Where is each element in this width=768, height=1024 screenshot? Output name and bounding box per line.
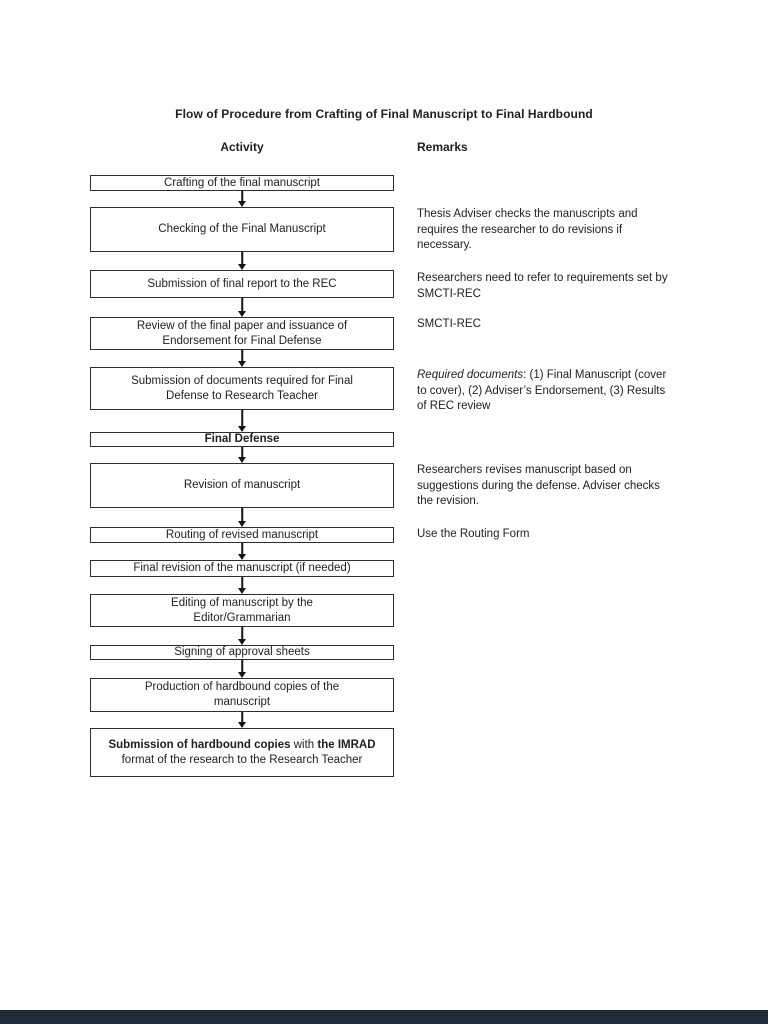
remark-text: SMCTI-REC bbox=[417, 318, 481, 330]
flow-node-label: Routing of revised manuscript bbox=[165, 528, 319, 541]
flow-node: Checking of the Final Manuscript bbox=[90, 207, 394, 252]
flow-node-label: Signing of approval sheets bbox=[174, 646, 310, 658]
arrow-head bbox=[238, 554, 246, 560]
text-segment: the IMRAD bbox=[317, 738, 376, 751]
flow-arrow-down-icon bbox=[237, 191, 247, 207]
flow-arrow-down-icon bbox=[237, 298, 247, 317]
arrow-line bbox=[241, 298, 243, 313]
activity-column-header: Activity bbox=[220, 140, 264, 154]
text-segment: : (1) Final Manuscript (cover to cover),… bbox=[417, 369, 667, 412]
flow-node-label: Editing of manuscript by the Editor/Gram… bbox=[171, 596, 313, 624]
remark-text: Thesis Adviser checks the manuscripts an… bbox=[417, 208, 638, 251]
flow-node: Submission of documents required for Fin… bbox=[90, 367, 394, 410]
flow-arrow-down-icon bbox=[237, 252, 247, 270]
flow-node-label: Checking of the Final Manuscript bbox=[158, 223, 326, 235]
flow-node-label: Submission of hardbound copies with the … bbox=[91, 738, 393, 768]
flow-node: Revision of manuscript bbox=[90, 463, 394, 508]
flow-arrow-down-icon bbox=[237, 627, 247, 645]
text-segment: Submission of hardbound copies bbox=[108, 738, 291, 751]
flow-node-label: Crafting of the final manuscript bbox=[164, 176, 320, 189]
text-segment: Required documents bbox=[417, 369, 524, 381]
flow-arrow-down-icon bbox=[237, 660, 247, 678]
flow-node-label: Revision of manuscript bbox=[183, 479, 301, 491]
text-segment: with bbox=[290, 738, 318, 751]
arrow-head bbox=[238, 264, 246, 270]
arrow-line bbox=[241, 577, 243, 590]
flow-node: Final Defense bbox=[90, 432, 394, 447]
remark-text: Researchers revises manuscript based on … bbox=[417, 464, 660, 507]
arrow-line bbox=[241, 447, 243, 459]
flow-node: Routing of revised manuscript bbox=[90, 527, 394, 543]
remark-text: Researchers need to refer to requirement… bbox=[417, 272, 668, 300]
flow-node-label: Final revision of the manuscript (if nee… bbox=[133, 562, 351, 574]
flow-node: Signing of approval sheets bbox=[90, 645, 394, 660]
arrow-line bbox=[241, 410, 243, 428]
arrow-head bbox=[238, 426, 246, 432]
flow-arrow-down-icon bbox=[237, 577, 247, 594]
flow-arrow-down-icon bbox=[237, 712, 247, 728]
arrow-line bbox=[241, 350, 243, 363]
text-segment: format of the research to the Research T… bbox=[121, 753, 363, 766]
page-title: Flow of Procedure from Crafting of Final… bbox=[175, 107, 593, 121]
arrow-head bbox=[238, 722, 246, 728]
flow-node: Final revision of the manuscript (if nee… bbox=[90, 560, 394, 577]
flow-node: Editing of manuscript by the Editor/Gram… bbox=[90, 594, 394, 627]
arrow-line bbox=[241, 191, 243, 203]
flow-arrow-down-icon bbox=[237, 447, 247, 463]
remark-text: Required documents: (1) Final Manuscript… bbox=[417, 368, 675, 415]
flow-node: Submission of hardbound copies with the … bbox=[90, 728, 394, 777]
flow-node-label: Submission of final report to the REC bbox=[147, 277, 337, 290]
arrow-line bbox=[241, 543, 243, 556]
arrow-head bbox=[238, 521, 246, 527]
flow-arrow-down-icon bbox=[237, 350, 247, 367]
arrow-line bbox=[241, 712, 243, 724]
flow-node: Crafting of the final manuscript bbox=[90, 175, 394, 191]
flow-node-label: Review of the final paper and issuance o… bbox=[136, 319, 348, 347]
viewer-footer-bar bbox=[0, 1010, 768, 1024]
arrow-line bbox=[241, 660, 243, 674]
flow-node: Review of the final paper and issuance o… bbox=[90, 317, 394, 350]
flow-arrow-down-icon bbox=[237, 543, 247, 560]
remarks-column-header: Remarks bbox=[417, 140, 468, 154]
arrow-line bbox=[241, 627, 243, 641]
arrow-head bbox=[238, 672, 246, 678]
flow-arrow-down-icon bbox=[237, 410, 247, 432]
arrow-line bbox=[241, 508, 243, 523]
arrow-head bbox=[238, 639, 246, 645]
flow-arrow-down-icon bbox=[237, 508, 247, 527]
flow-node-label: Submission of documents required for Fin… bbox=[131, 374, 353, 402]
flow-node: Production of hardbound copies of the ma… bbox=[90, 678, 394, 712]
flow-node: Submission of final report to the REC bbox=[90, 270, 394, 298]
arrow-head bbox=[238, 311, 246, 317]
arrow-head bbox=[238, 588, 246, 594]
arrow-head bbox=[238, 457, 246, 463]
arrow-head bbox=[238, 361, 246, 367]
flow-node-label: Production of hardbound copies of the ma… bbox=[144, 681, 340, 708]
remark-text: Use the Routing Form bbox=[417, 528, 530, 540]
arrow-line bbox=[241, 252, 243, 266]
arrow-head bbox=[238, 201, 246, 207]
flow-node-label: Final Defense bbox=[204, 433, 280, 445]
